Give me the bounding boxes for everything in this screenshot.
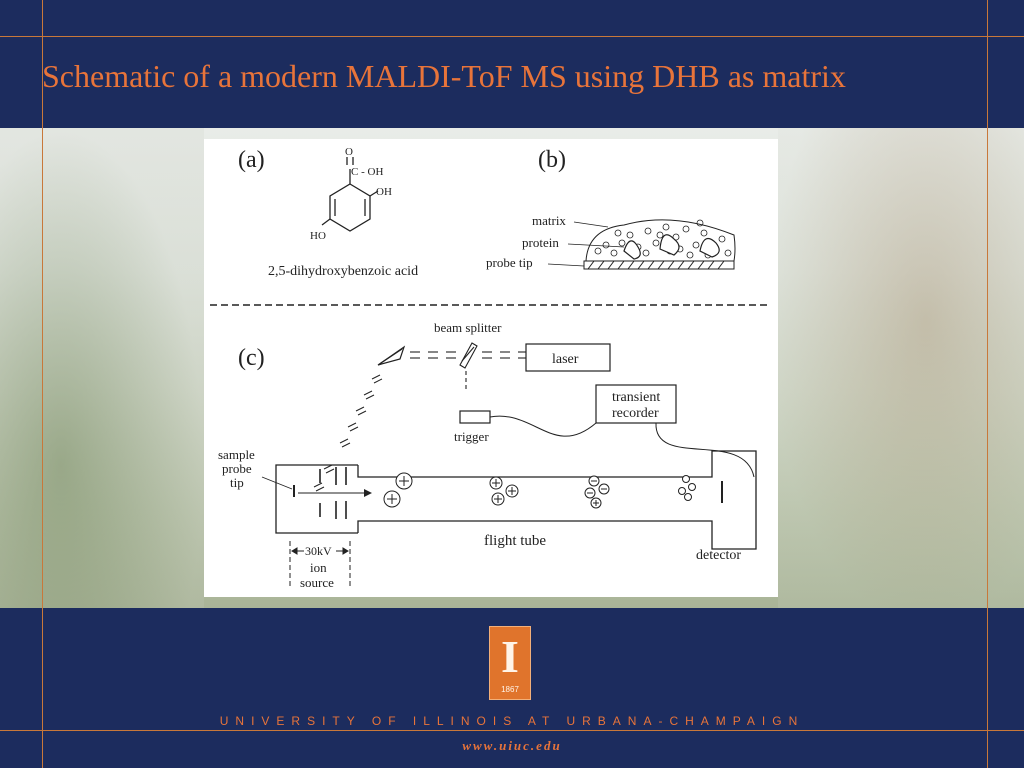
beam-splitter-label: beam splitter bbox=[434, 320, 502, 335]
probe-tip-label: probe tip bbox=[486, 255, 533, 270]
compound-name: 2,5-dihydroxybenzoic acid bbox=[268, 264, 418, 279]
protein-pointer bbox=[567, 243, 625, 248]
reflected-beam bbox=[313, 374, 383, 492]
header-bar bbox=[0, 0, 1024, 128]
atom-ho: HO bbox=[310, 230, 326, 242]
ion-charge-marks bbox=[387, 476, 607, 506]
beam-splitter bbox=[459, 342, 478, 391]
probe-tip-pointer bbox=[547, 263, 585, 267]
sample-label: sample bbox=[218, 447, 255, 462]
trigger-label: trigger bbox=[454, 429, 489, 444]
flight-tube bbox=[275, 450, 757, 550]
ion-label: ion bbox=[310, 560, 327, 575]
campus-trees-left bbox=[0, 128, 204, 608]
ion-source-grids bbox=[319, 467, 347, 519]
recorder-label: recorder bbox=[612, 406, 659, 421]
illinois-logo: I 1867 bbox=[489, 626, 531, 700]
matrix-label: matrix bbox=[532, 213, 566, 228]
university-url: www.uiuc.edu bbox=[462, 738, 562, 753]
source-label: source bbox=[300, 575, 334, 590]
transient-recorder-box bbox=[595, 384, 677, 424]
probe-tip-plate bbox=[583, 260, 735, 270]
ion-source-bracket bbox=[289, 541, 351, 589]
frame-line-top bbox=[0, 36, 1024, 37]
frame-line-left bbox=[42, 0, 43, 768]
transient-label: transient bbox=[612, 390, 660, 405]
logo-year: 1867 bbox=[501, 685, 519, 694]
maldi-tof-figure: (a) O C - OH OH HO 2,5-dihydroxybenzoic … bbox=[204, 139, 778, 597]
protein-label: protein bbox=[522, 235, 559, 250]
flight-tube-label: flight tube bbox=[484, 533, 546, 549]
trigger-box bbox=[459, 410, 491, 424]
frame-line-right bbox=[987, 0, 988, 768]
detector-label: detector bbox=[696, 548, 741, 563]
probe-label: probe bbox=[222, 461, 252, 476]
matrix-protein-deposit bbox=[585, 219, 736, 262]
panel-b-label: (b) bbox=[538, 147, 566, 173]
detector-cable bbox=[655, 422, 755, 478]
campus-buildings-right bbox=[778, 128, 1024, 608]
atom-c-oh: C - OH bbox=[351, 166, 383, 178]
voltage-label: 30kV bbox=[305, 544, 332, 558]
matrix-pointer bbox=[573, 221, 609, 228]
slide-title: Schematic of a modern MALDI-ToF MS using… bbox=[42, 58, 846, 94]
sample-pointer bbox=[261, 476, 293, 490]
university-name: UNIVERSITY OF ILLINOIS AT URBANA-CHAMPAI… bbox=[219, 714, 805, 728]
mirror-prism bbox=[377, 345, 406, 366]
maldi-tof-schematic: (a) O C - OH OH HO 2,5-dihydroxybenzoic … bbox=[210, 146, 770, 590]
logo-block-i: I bbox=[501, 631, 519, 682]
laser-box bbox=[525, 343, 611, 372]
atom-o: O bbox=[345, 146, 353, 158]
dhb-structure bbox=[321, 157, 379, 232]
frame-line-bottom bbox=[0, 730, 1024, 731]
panel-a-label: (a) bbox=[238, 147, 265, 173]
ion-path-arrowhead bbox=[364, 489, 372, 497]
tip-label: tip bbox=[230, 475, 244, 490]
atom-oh: OH bbox=[376, 186, 392, 198]
ion-clusters bbox=[383, 472, 696, 509]
trigger-cable bbox=[489, 415, 597, 437]
laser-label: laser bbox=[552, 352, 579, 367]
panel-c-label: (c) bbox=[238, 345, 265, 371]
